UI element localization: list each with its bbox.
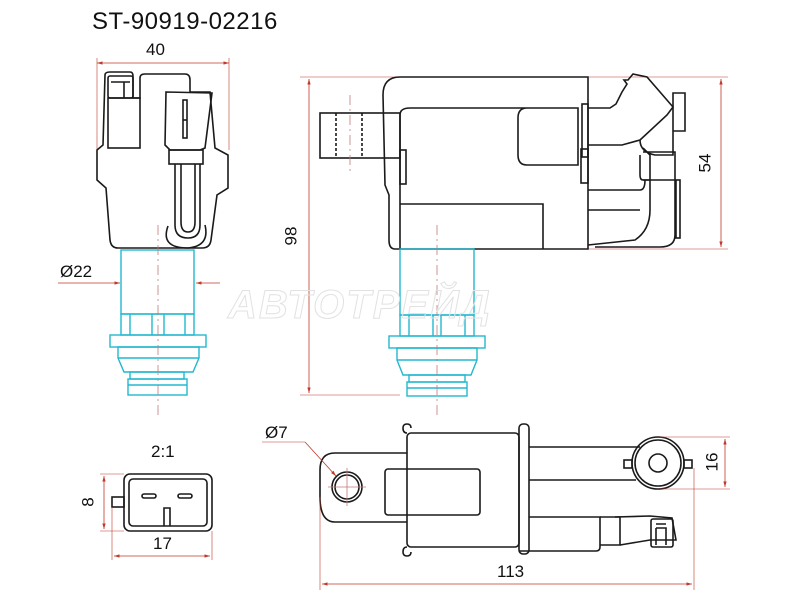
connector-scale-label: 2:1 bbox=[151, 442, 175, 461]
front-view bbox=[96, 58, 230, 249]
side-body-height-label: 54 bbox=[695, 153, 715, 173]
watermark: АВТОТРЕЙД bbox=[228, 283, 492, 328]
connector-height-label: 8 bbox=[78, 497, 98, 507]
front-boot bbox=[109, 249, 207, 396]
front-width-label: 40 bbox=[146, 40, 165, 59]
connector-width-label: 17 bbox=[153, 534, 172, 553]
side-view bbox=[300, 73, 728, 396]
top-view bbox=[262, 423, 730, 590]
hole-diameter-label: Ø7 bbox=[265, 423, 288, 442]
side-height-label: 98 bbox=[281, 226, 301, 246]
front-diameter-label: Ø22 bbox=[60, 262, 93, 281]
connector-view bbox=[100, 473, 213, 560]
overall-length-label: 113 bbox=[497, 562, 525, 581]
terminal-size-label: 16 bbox=[702, 452, 722, 472]
part-number-title: ST-90919-02216 bbox=[92, 8, 278, 35]
